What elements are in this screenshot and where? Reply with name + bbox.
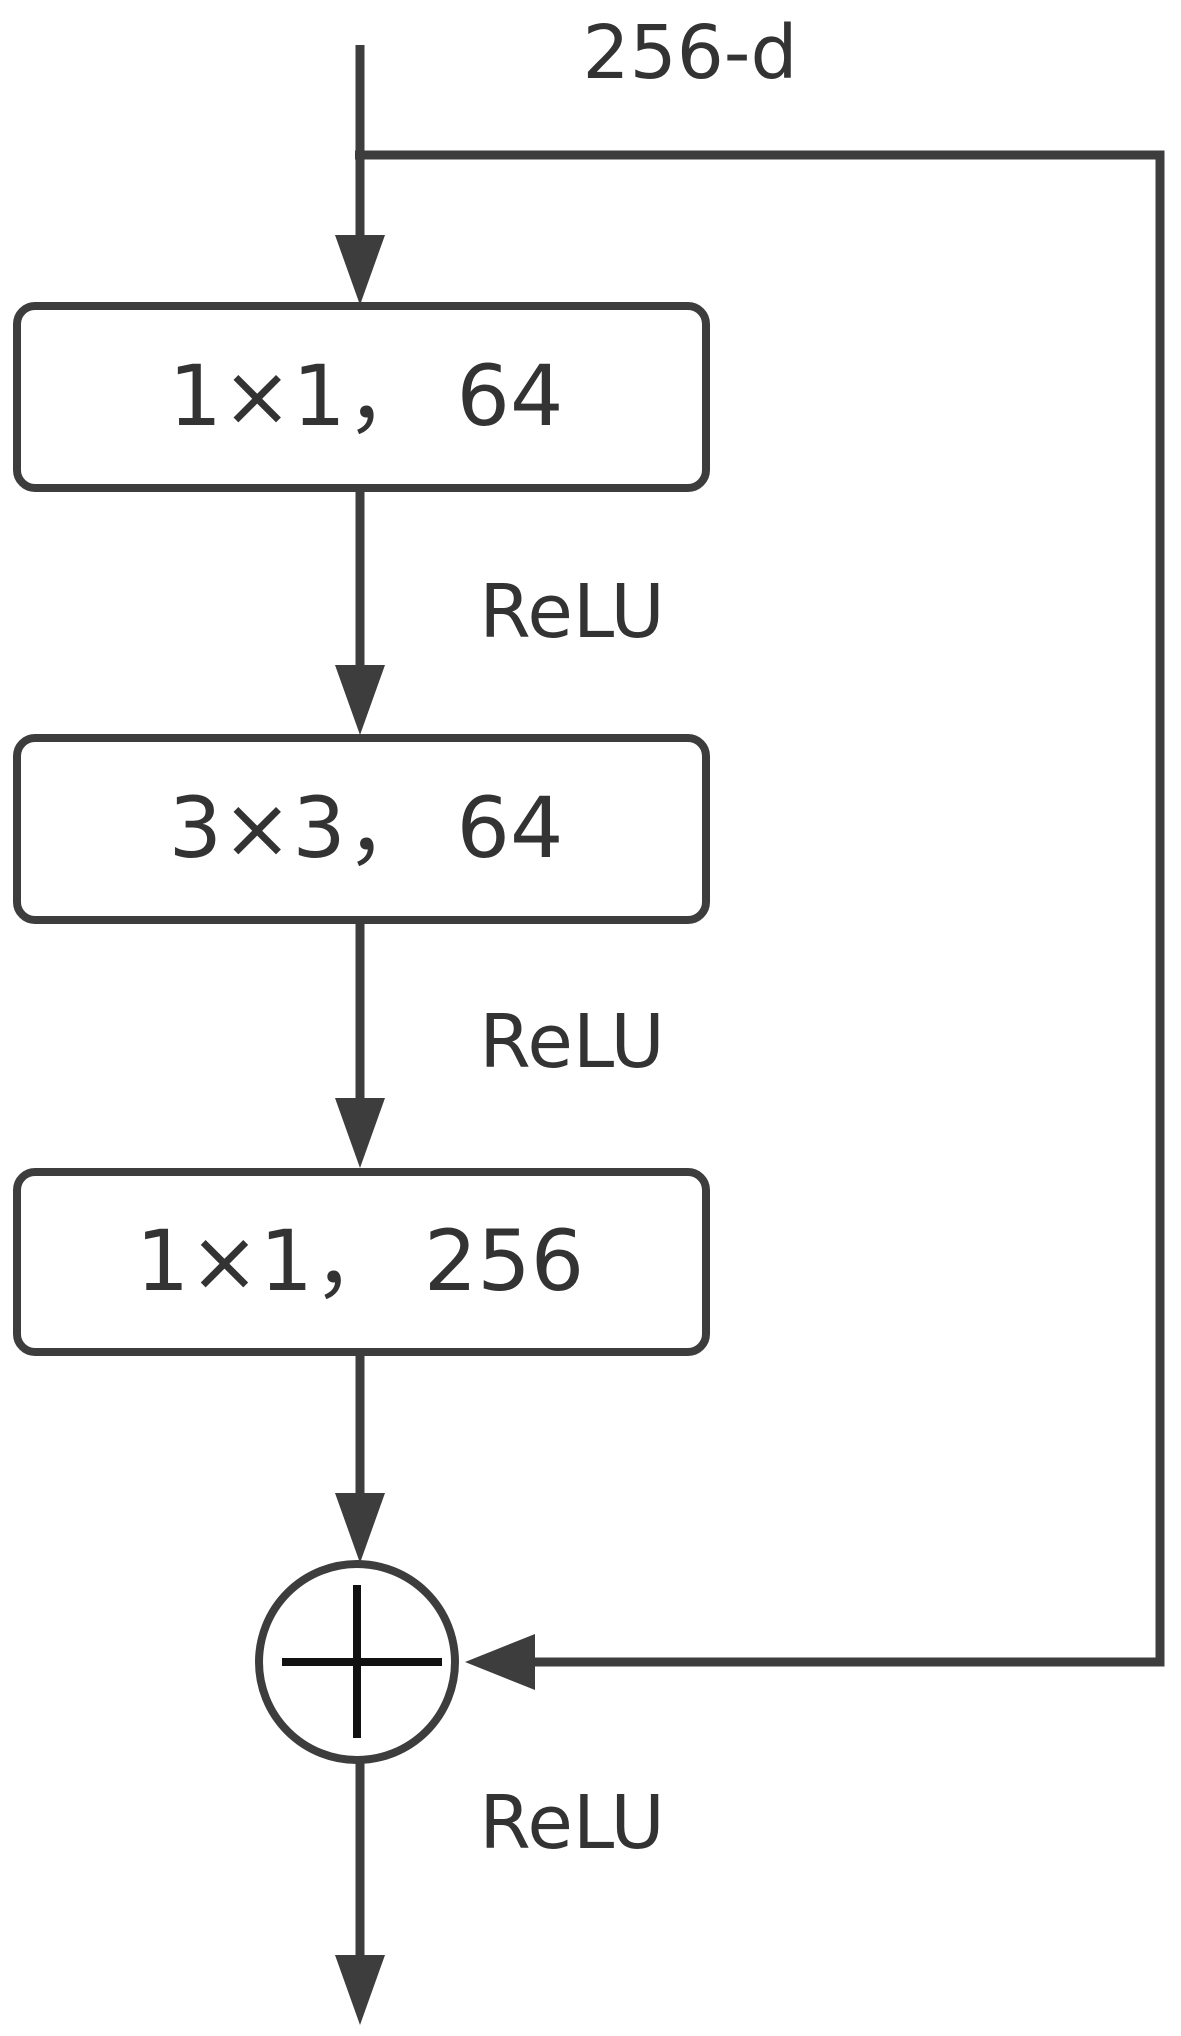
arrow-head-2 (335, 1098, 385, 1168)
relu-label-2: ReLU (479, 999, 664, 1085)
layer-label-1: 1×1， 64 (169, 347, 564, 445)
layer-label-2: 3×3， 64 (169, 779, 564, 877)
input-dimension-label: 256-d (583, 10, 798, 96)
arrow-head-1 (335, 665, 385, 735)
arrow-head-3 (335, 1493, 385, 1563)
skip-connection-line (355, 150, 1165, 1667)
layer-box-2 (13, 734, 710, 924)
arrow-head-input (335, 235, 385, 305)
relu-label-1: ReLU (479, 569, 664, 655)
relu-label-3: ReLU (479, 1780, 664, 1866)
sum-node (255, 1560, 459, 1764)
layer-box-1 (13, 302, 710, 492)
arrow-head-skip (465, 1634, 535, 1690)
layer-box-3 (13, 1168, 710, 1356)
layer-label-3: 1×1， 256 (136, 1212, 584, 1310)
arrow-head-output (335, 1955, 385, 2025)
